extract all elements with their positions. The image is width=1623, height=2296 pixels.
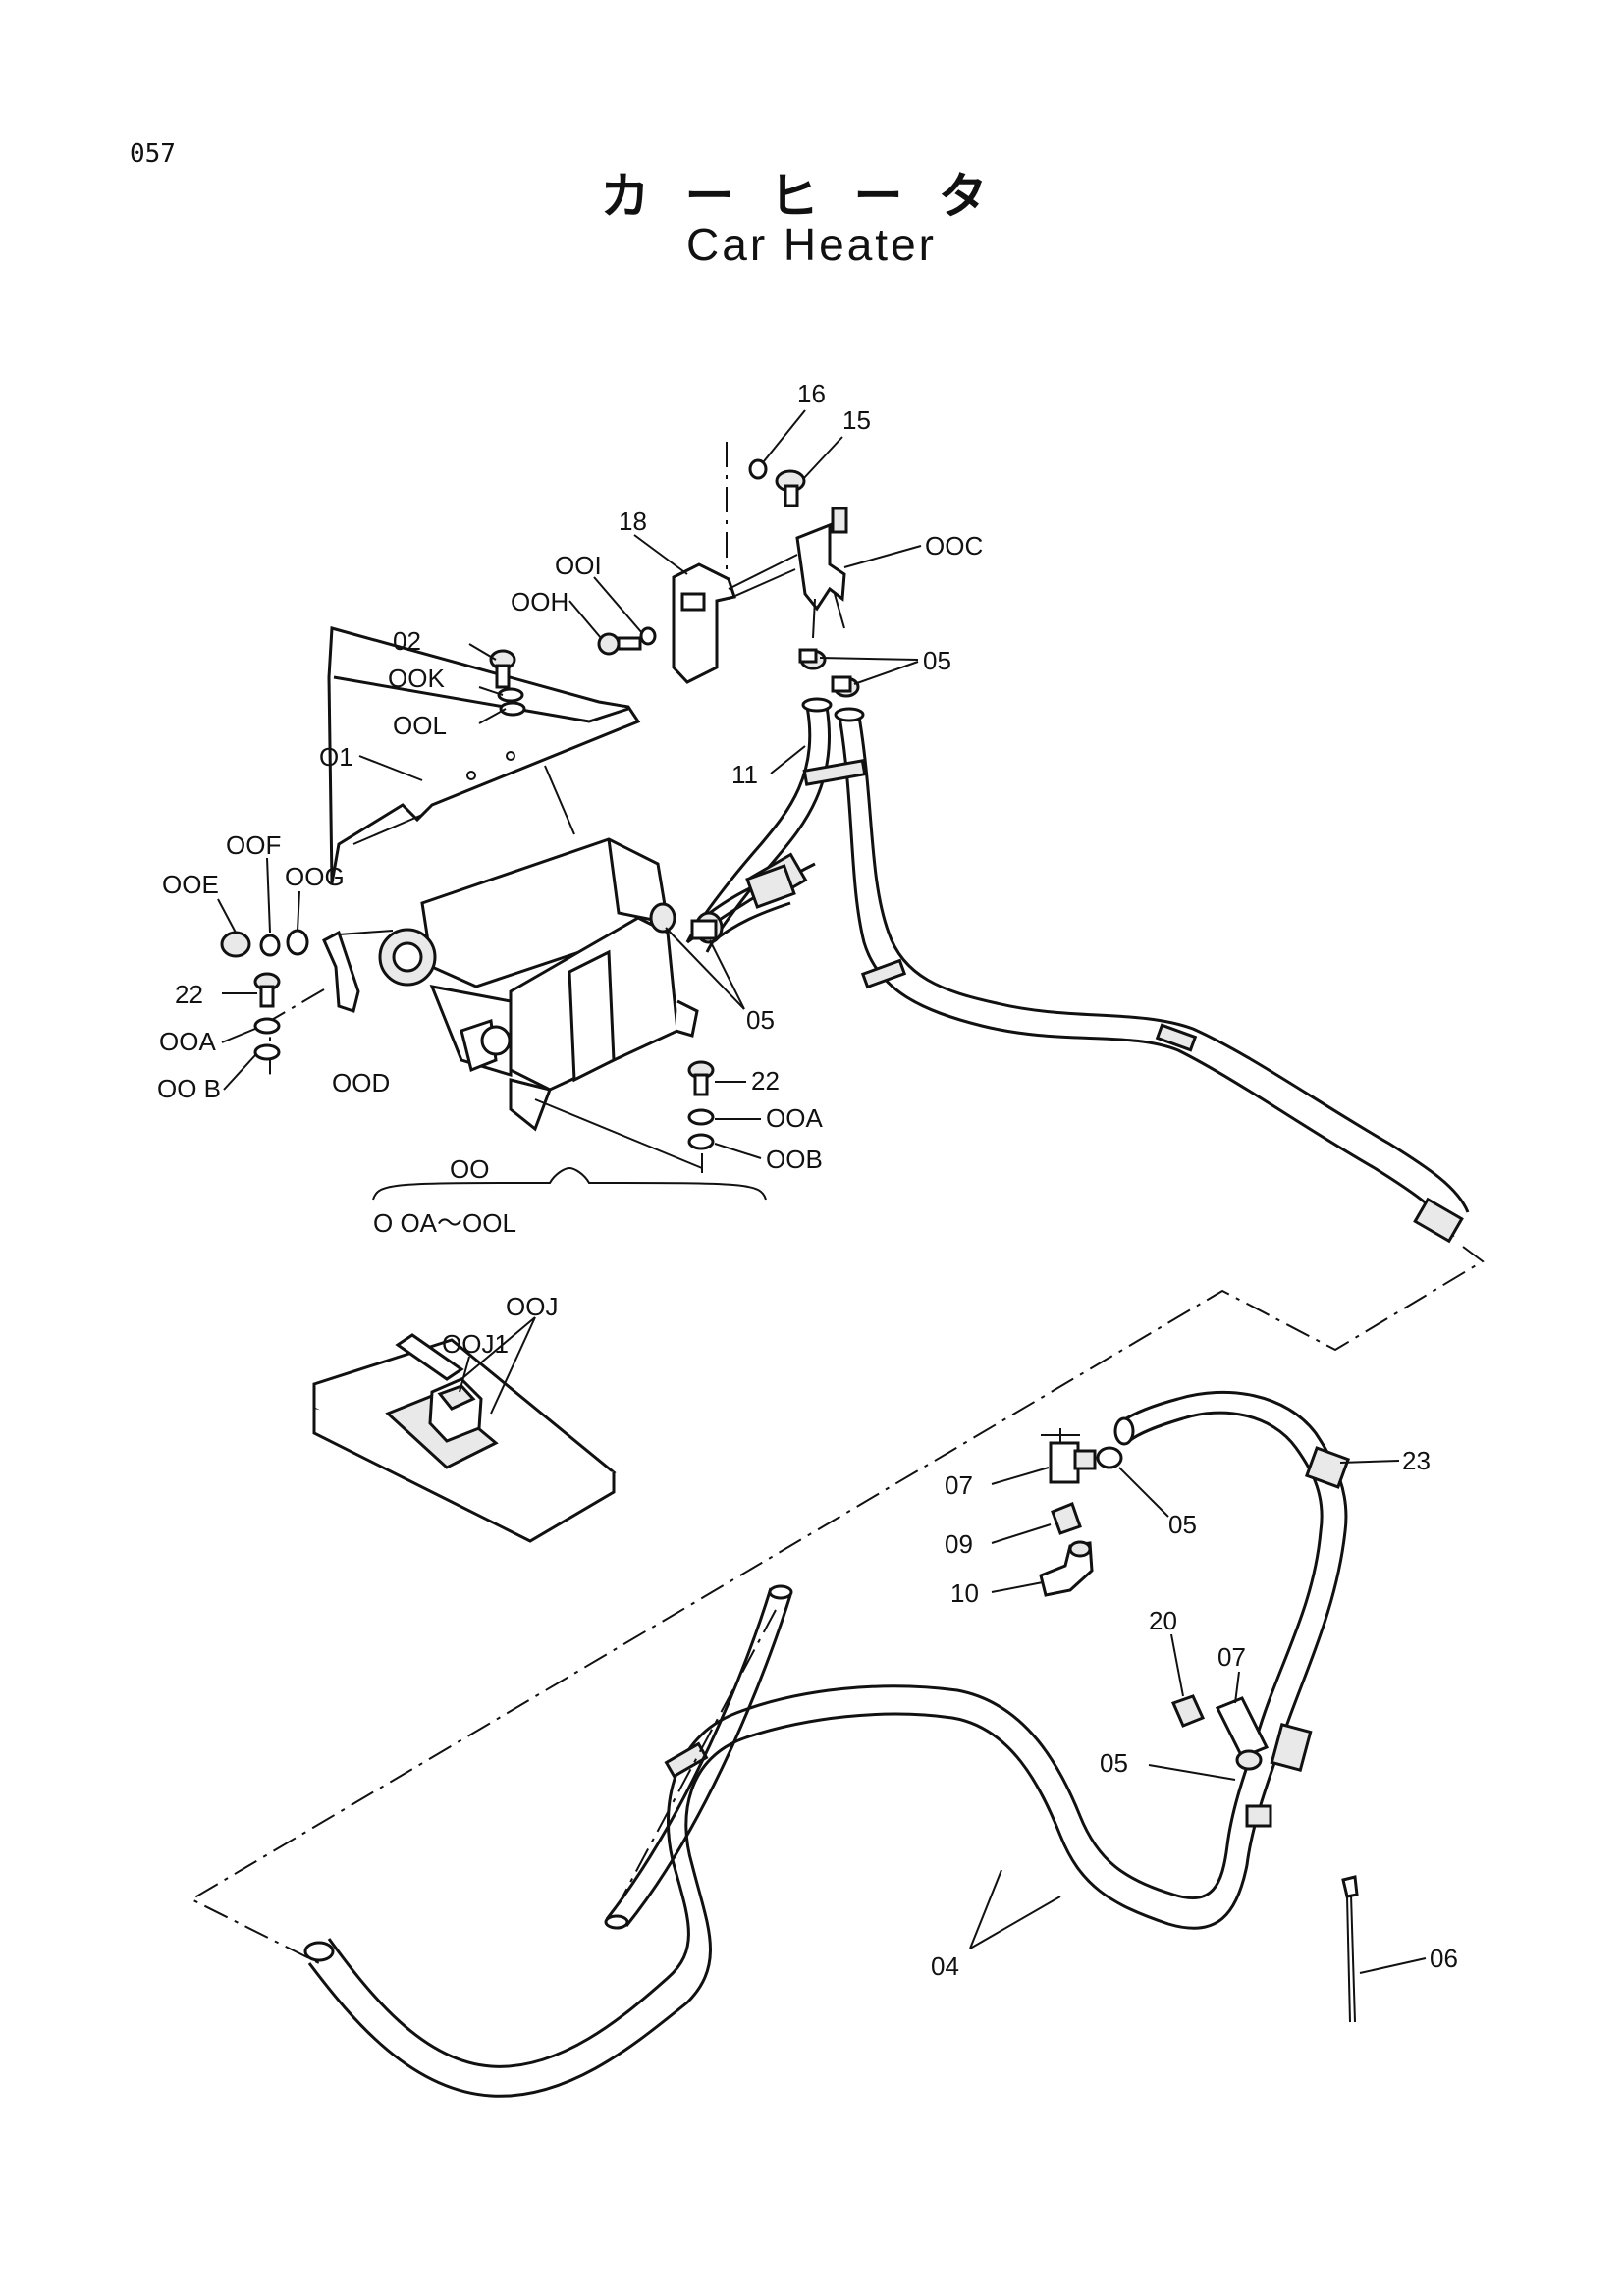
elbow-10 bbox=[1039, 1540, 1094, 1597]
callout-05-cock: 05 bbox=[1168, 1510, 1197, 1539]
bolt-15 bbox=[748, 458, 806, 507]
callout-09: 09 bbox=[945, 1529, 973, 1559]
callout-00e: OOE bbox=[162, 870, 219, 899]
callout-22-left: 22 bbox=[175, 980, 203, 1009]
callout-00h: OOH bbox=[511, 587, 568, 616]
brace-00-range bbox=[372, 1166, 767, 1201]
connection-line bbox=[189, 1246, 1485, 1964]
callout-00d: OOD bbox=[332, 1068, 390, 1097]
callout-04: 04 bbox=[931, 1951, 959, 1981]
bracket-00c bbox=[795, 507, 848, 639]
callout-05-lower: 05 bbox=[1100, 1748, 1128, 1778]
plug-20 bbox=[1170, 1694, 1206, 1728]
callout-00b-left: OO B bbox=[157, 1074, 221, 1103]
callout-10: 10 bbox=[950, 1578, 979, 1608]
callout-05-upper: 05 bbox=[923, 646, 951, 675]
callout-00a-right: OOA bbox=[766, 1103, 823, 1133]
callout-07-upper: 07 bbox=[945, 1470, 973, 1500]
title-english: Car Heater bbox=[686, 219, 937, 270]
callout-00c: OOC bbox=[925, 531, 983, 561]
callout-07-lower: 07 bbox=[1217, 1642, 1246, 1672]
callout-23: 23 bbox=[1402, 1446, 1431, 1475]
callout-02: 02 bbox=[393, 626, 421, 656]
callout-05-middle: 05 bbox=[746, 1005, 775, 1035]
page-number: 057 bbox=[130, 139, 176, 169]
callout-16: 16 bbox=[797, 379, 826, 408]
callout-00: OO bbox=[450, 1154, 489, 1184]
screw-00h bbox=[597, 626, 657, 656]
cable-tie-06 bbox=[1341, 1875, 1359, 2023]
control-panel-00j bbox=[312, 1333, 617, 1543]
callout-22-right: 22 bbox=[751, 1066, 780, 1095]
callout-01: O1 bbox=[319, 742, 353, 772]
callout-06: 06 bbox=[1430, 1944, 1458, 1973]
callout-18: 18 bbox=[619, 507, 647, 536]
callout-00b-right: OOB bbox=[766, 1145, 823, 1174]
adapter-09 bbox=[1051, 1502, 1082, 1535]
callout-20: 20 bbox=[1149, 1606, 1177, 1635]
bolt-02 bbox=[489, 649, 526, 717]
hose-adapter-middle bbox=[649, 864, 796, 944]
straight-hose-section bbox=[604, 1584, 793, 1930]
cover-plate-18 bbox=[672, 554, 798, 684]
title-japanese: カーヒータ bbox=[600, 168, 1023, 225]
heater-unit-00 bbox=[378, 837, 699, 1132]
callout-00l: OOL bbox=[393, 711, 447, 740]
hose-clamp-05-upper bbox=[798, 648, 860, 698]
callout-00j1: OOJ1 bbox=[442, 1329, 509, 1359]
water-cock-07-lower bbox=[1215, 1696, 1270, 1771]
callout-00i: OOI bbox=[555, 551, 602, 580]
callout-11: 11 bbox=[731, 760, 758, 789]
callout-00k: OOK bbox=[388, 664, 445, 693]
leader-lines bbox=[217, 409, 1427, 1974]
lower-heater-hose-04 bbox=[303, 1390, 1351, 2098]
callout-00a-00l-range: O OA～OOL bbox=[373, 1208, 516, 1238]
bracket-00d bbox=[322, 930, 394, 1013]
callout-00g: OOG bbox=[285, 862, 345, 891]
callout-00j: OOJ bbox=[506, 1292, 558, 1321]
callout-00f: OOF bbox=[226, 830, 281, 860]
callout-15: 15 bbox=[842, 405, 871, 435]
bolt-22-left bbox=[253, 972, 281, 1061]
callout-labels: 16 15 18 OOC OOI OOH 05 02 OOK OOL 11 O1… bbox=[157, 379, 1458, 1981]
heater-cover-01 bbox=[327, 626, 641, 884]
nut-00e bbox=[220, 929, 309, 958]
bolt-22-right bbox=[687, 1060, 715, 1150]
callout-00a-left: OOA bbox=[159, 1027, 216, 1056]
water-cock-07-upper bbox=[1041, 1428, 1123, 1484]
